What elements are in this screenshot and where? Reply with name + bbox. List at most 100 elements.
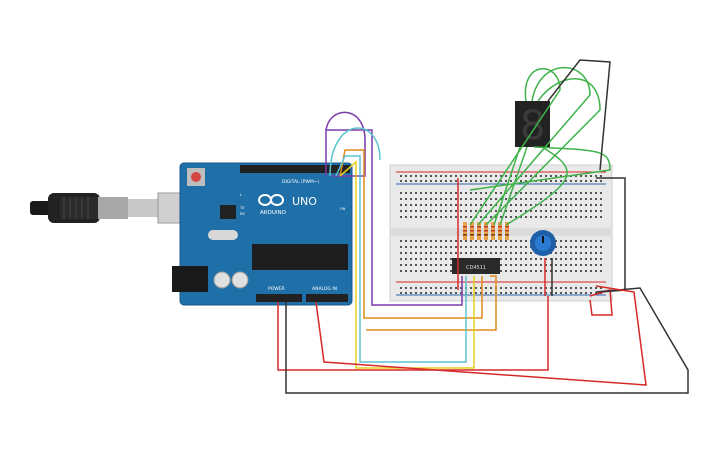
breadboard-hole <box>400 198 402 200</box>
breadboard-hole <box>560 198 562 200</box>
usb-cable-icon[interactable] <box>30 192 203 224</box>
breadboard-hole <box>510 210 512 212</box>
breadboard-hole <box>570 258 572 260</box>
breadboard-hole <box>430 216 432 218</box>
breadboard-hole <box>455 240 457 242</box>
breadboard-hole <box>425 258 427 260</box>
breadboard-hole <box>580 180 582 182</box>
breadboard-hole <box>450 240 452 242</box>
wire-green-2 <box>477 66 591 226</box>
wires[interactable] <box>277 59 689 394</box>
breadboard-hole <box>435 216 437 218</box>
wire-cyan-2 <box>329 127 381 177</box>
breadboard-hole <box>455 252 457 254</box>
breadboard-hole <box>510 264 512 266</box>
breadboard-hole <box>565 198 567 200</box>
breadboard-hole <box>445 246 447 248</box>
power-header[interactable] <box>256 294 302 302</box>
breadboard-hole <box>575 204 577 206</box>
breadboard-hole <box>465 252 467 254</box>
breadboard-hole <box>445 204 447 206</box>
breadboard-hole <box>510 292 512 294</box>
resistor-band <box>470 226 474 228</box>
breadboard-hole <box>600 258 602 260</box>
breadboard-hole <box>575 287 577 289</box>
capacitor-left <box>213 271 231 289</box>
breadboard-hole <box>550 175 552 177</box>
breadboard-hole <box>410 192 412 194</box>
breadboard-hole <box>515 216 517 218</box>
breadboard-hole <box>560 216 562 218</box>
breadboard-hole <box>460 252 462 254</box>
breadboard-hole <box>480 192 482 194</box>
breadboard-hole <box>470 180 472 182</box>
breadboard-hole <box>575 246 577 248</box>
breadboard-hole <box>510 204 512 206</box>
breadboard-hole <box>450 198 452 200</box>
reset-button-icon[interactable] <box>187 168 205 186</box>
breadboard-hole <box>425 204 427 206</box>
breadboard-hole <box>410 175 412 177</box>
potentiometer-icon[interactable] <box>530 230 556 256</box>
breadboard-hole <box>575 198 577 200</box>
breadboard-hole <box>565 240 567 242</box>
breadboard-hole <box>535 270 537 272</box>
breadboard-hole <box>560 180 562 182</box>
breadboard-hole <box>410 264 412 266</box>
breadboard-hole <box>580 287 582 289</box>
breadboard-hole <box>400 264 402 266</box>
breadboard-hole <box>400 192 402 194</box>
breadboard-hole <box>450 204 452 206</box>
arduino-logo-icon <box>258 194 284 206</box>
breadboard-hole <box>480 204 482 206</box>
cd4511-chip[interactable]: CD4511 <box>452 258 500 274</box>
breadboard-hole <box>470 252 472 254</box>
breadboard-hole <box>435 204 437 206</box>
breadboard-hole <box>500 252 502 254</box>
breadboard-hole <box>480 175 482 177</box>
digital-header[interactable] <box>240 165 350 173</box>
breadboard-hole <box>410 292 412 294</box>
breadboard-hole <box>430 287 432 289</box>
breadboard-hole <box>435 180 437 182</box>
breadboard-hole <box>430 198 432 200</box>
seven-segment-display-icon[interactable]: 8 <box>515 101 550 149</box>
breadboard-hole <box>445 292 447 294</box>
breadboard-hole <box>545 287 547 289</box>
breadboard-hole <box>410 180 412 182</box>
breadboard-hole <box>555 198 557 200</box>
breadboard-hole <box>435 264 437 266</box>
breadboard-hole <box>420 258 422 260</box>
breadboard-hole <box>585 264 587 266</box>
breadboard-hole <box>575 270 577 272</box>
breadboard-hole <box>500 175 502 177</box>
breadboard-hole <box>525 287 527 289</box>
resistor-array[interactable] <box>463 222 509 240</box>
breadboard-hole <box>595 204 597 206</box>
breadboard-hole <box>495 192 497 194</box>
breadboard-hole <box>400 246 402 248</box>
breadboard-hole <box>600 252 602 254</box>
breadboard-hole <box>400 258 402 260</box>
breadboard-hole <box>460 180 462 182</box>
breadboard-hole <box>440 210 442 212</box>
breadboard-hole <box>525 264 527 266</box>
breadboard-hole <box>520 216 522 218</box>
analog-header[interactable] <box>306 294 348 302</box>
arduino-board[interactable]: ARDUINO UNO DIGITAL (PWM~) POWER ANALOG … <box>172 162 353 306</box>
breadboard-hole <box>535 175 537 177</box>
breadboard-hole <box>560 264 562 266</box>
breadboard-hole <box>415 240 417 242</box>
breadboard-hole <box>560 287 562 289</box>
breadboard-hole <box>530 198 532 200</box>
breadboard-hole <box>460 204 462 206</box>
resistor-band <box>505 226 509 228</box>
breadboard-hole <box>575 210 577 212</box>
rx-label: RX <box>240 212 245 216</box>
breadboard-hole <box>585 252 587 254</box>
breadboard-hole <box>510 270 512 272</box>
power-jack[interactable] <box>172 266 208 292</box>
breadboard-hole <box>430 264 432 266</box>
breadboard-hole <box>420 210 422 212</box>
